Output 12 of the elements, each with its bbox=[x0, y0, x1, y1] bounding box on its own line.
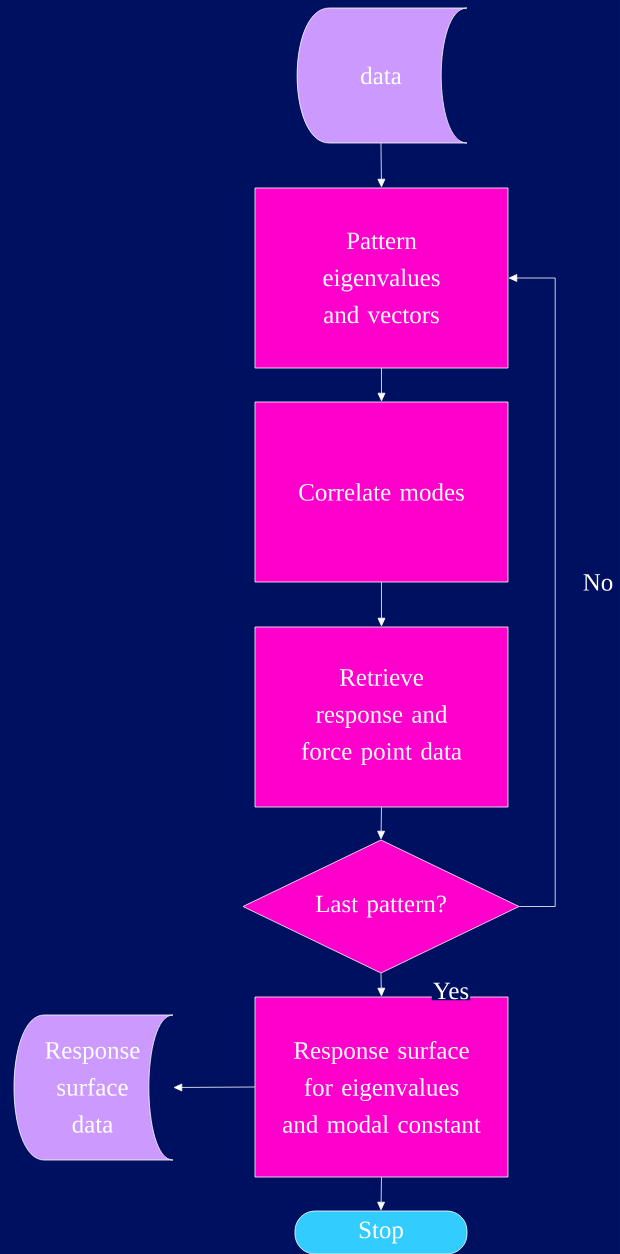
process-box: Correlate modes bbox=[254, 401, 509, 583]
arrow bbox=[377, 1176, 385, 1211]
arrow bbox=[377, 367, 386, 402]
process-box: Pattern eigenvalues and vectors bbox=[254, 187, 509, 369]
arrow bbox=[377, 142, 386, 188]
arrow bbox=[377, 806, 385, 840]
arrow bbox=[173, 1083, 256, 1092]
arrow bbox=[377, 581, 386, 627]
arrow bbox=[508, 274, 556, 907]
edge-label: No bbox=[581, 573, 615, 592]
arrow bbox=[377, 972, 386, 997]
process-box: Retrieve response and force point data bbox=[254, 626, 509, 808]
